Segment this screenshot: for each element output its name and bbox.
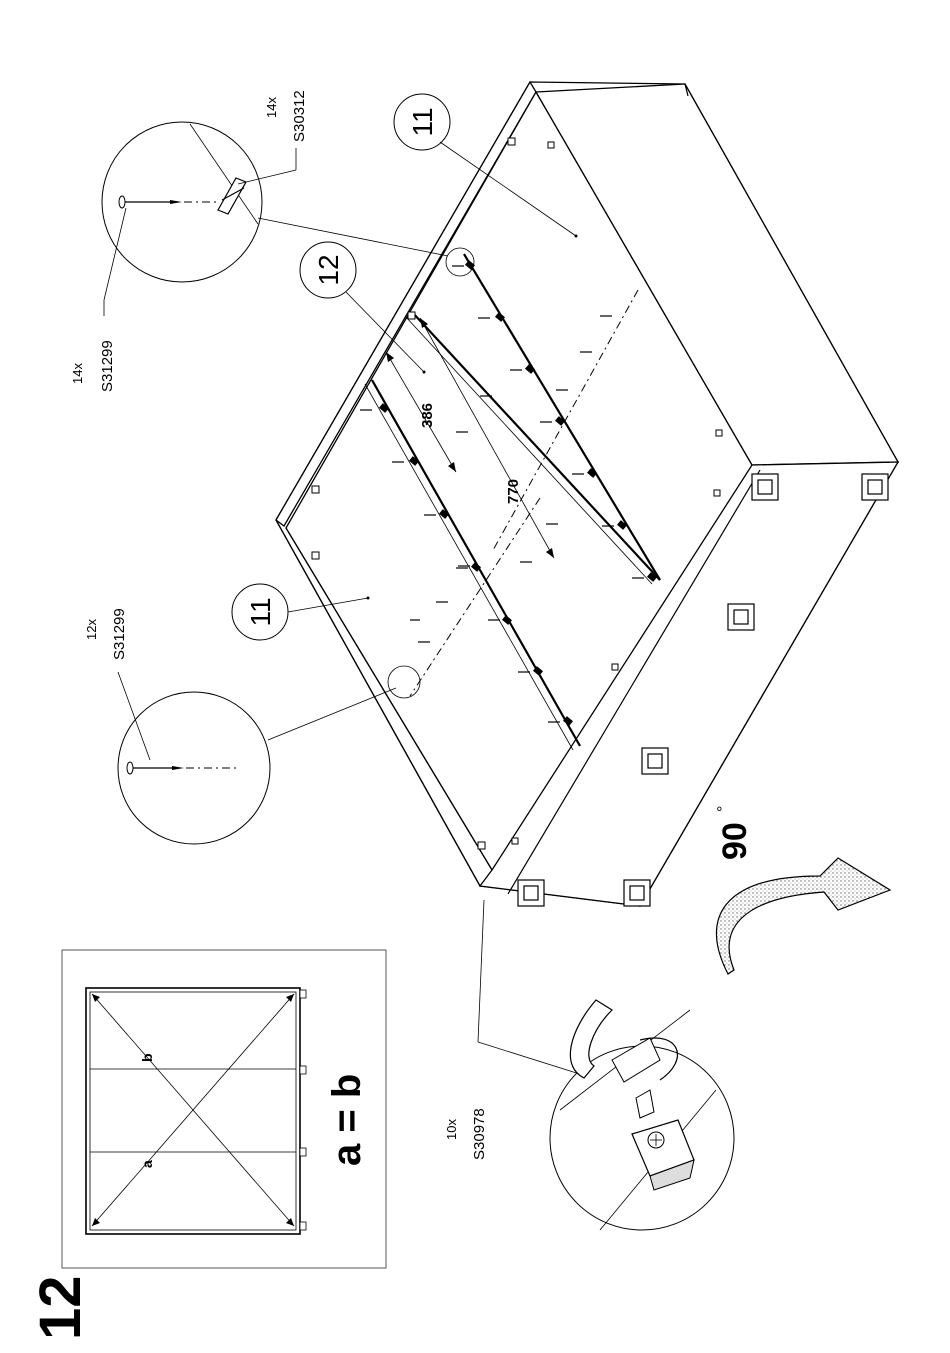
clip-top-code: S30312 <box>291 90 308 142</box>
step-number: 12 <box>28 1275 93 1340</box>
nail-left-code: S31299 <box>111 608 128 660</box>
dimension-length: 770 <box>505 479 522 504</box>
part-number-11-top: 11 <box>407 107 438 136</box>
rotate-90-indicator: 90 ° <box>715 806 890 974</box>
equation-a-equals-b: a = b <box>325 1074 369 1166</box>
nail-top-qty: 14x <box>70 363 85 384</box>
screw-qty: 10x <box>444 1119 459 1140</box>
part-number-11-bottom: 11 <box>245 597 276 626</box>
dimension-width: 386 <box>419 403 436 428</box>
nail-top-code: S31299 <box>99 340 116 392</box>
clip-top-qty: 14x <box>264 97 279 118</box>
drawer-box: 386 770 <box>276 82 898 906</box>
screw-code: S30978 <box>471 1108 488 1160</box>
rotation-degree-symbol: ° <box>715 806 732 812</box>
diagonal-label-a: a <box>139 1160 155 1168</box>
nail-left-qty: 12x <box>84 619 99 640</box>
detail-screw: 10x S30978 <box>444 900 734 1230</box>
part-number-12: 12 <box>313 254 344 285</box>
diagonal-label-b: b <box>139 1053 155 1062</box>
diagonal-check-inset: b a a = b <box>62 950 386 1268</box>
rotation-angle: 90 <box>716 822 754 860</box>
